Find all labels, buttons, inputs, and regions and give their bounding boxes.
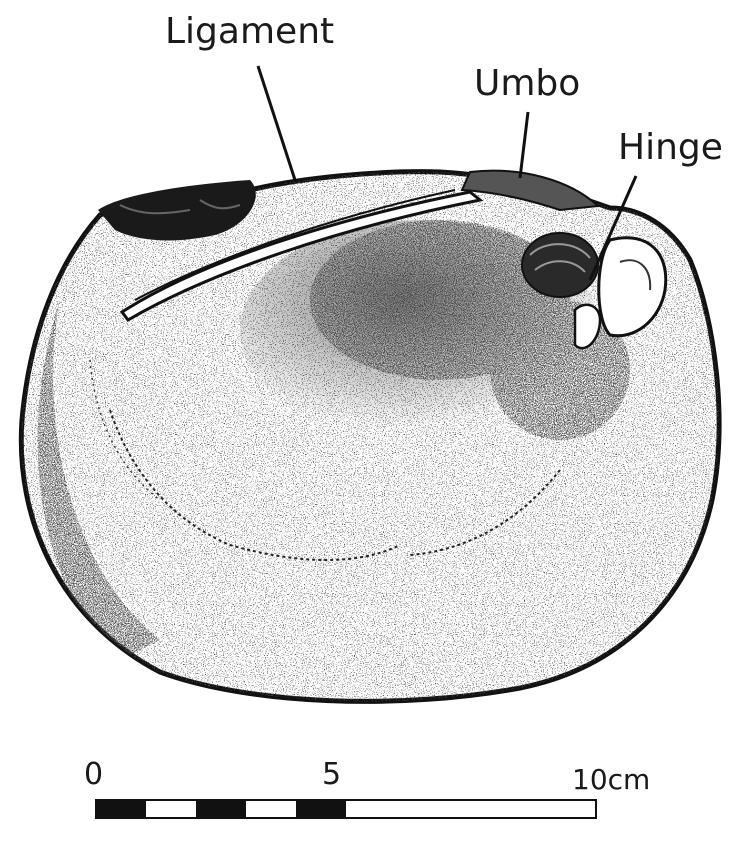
scale-segment-1 (96, 800, 146, 818)
label-umbo: Umbo (474, 66, 580, 102)
label-ligament: Ligament (165, 14, 334, 50)
scale-label-0: 0 (84, 760, 103, 790)
scale-bar (96, 800, 596, 818)
ligament-leader (258, 66, 295, 180)
umbo-leader (520, 112, 528, 178)
label-hinge: Hinge (618, 130, 723, 166)
scale-segment-5 (296, 800, 346, 818)
scale-label-10cm: 10cm (572, 766, 650, 794)
scale-segment-3 (196, 800, 246, 818)
scale-label-5: 5 (322, 760, 341, 790)
